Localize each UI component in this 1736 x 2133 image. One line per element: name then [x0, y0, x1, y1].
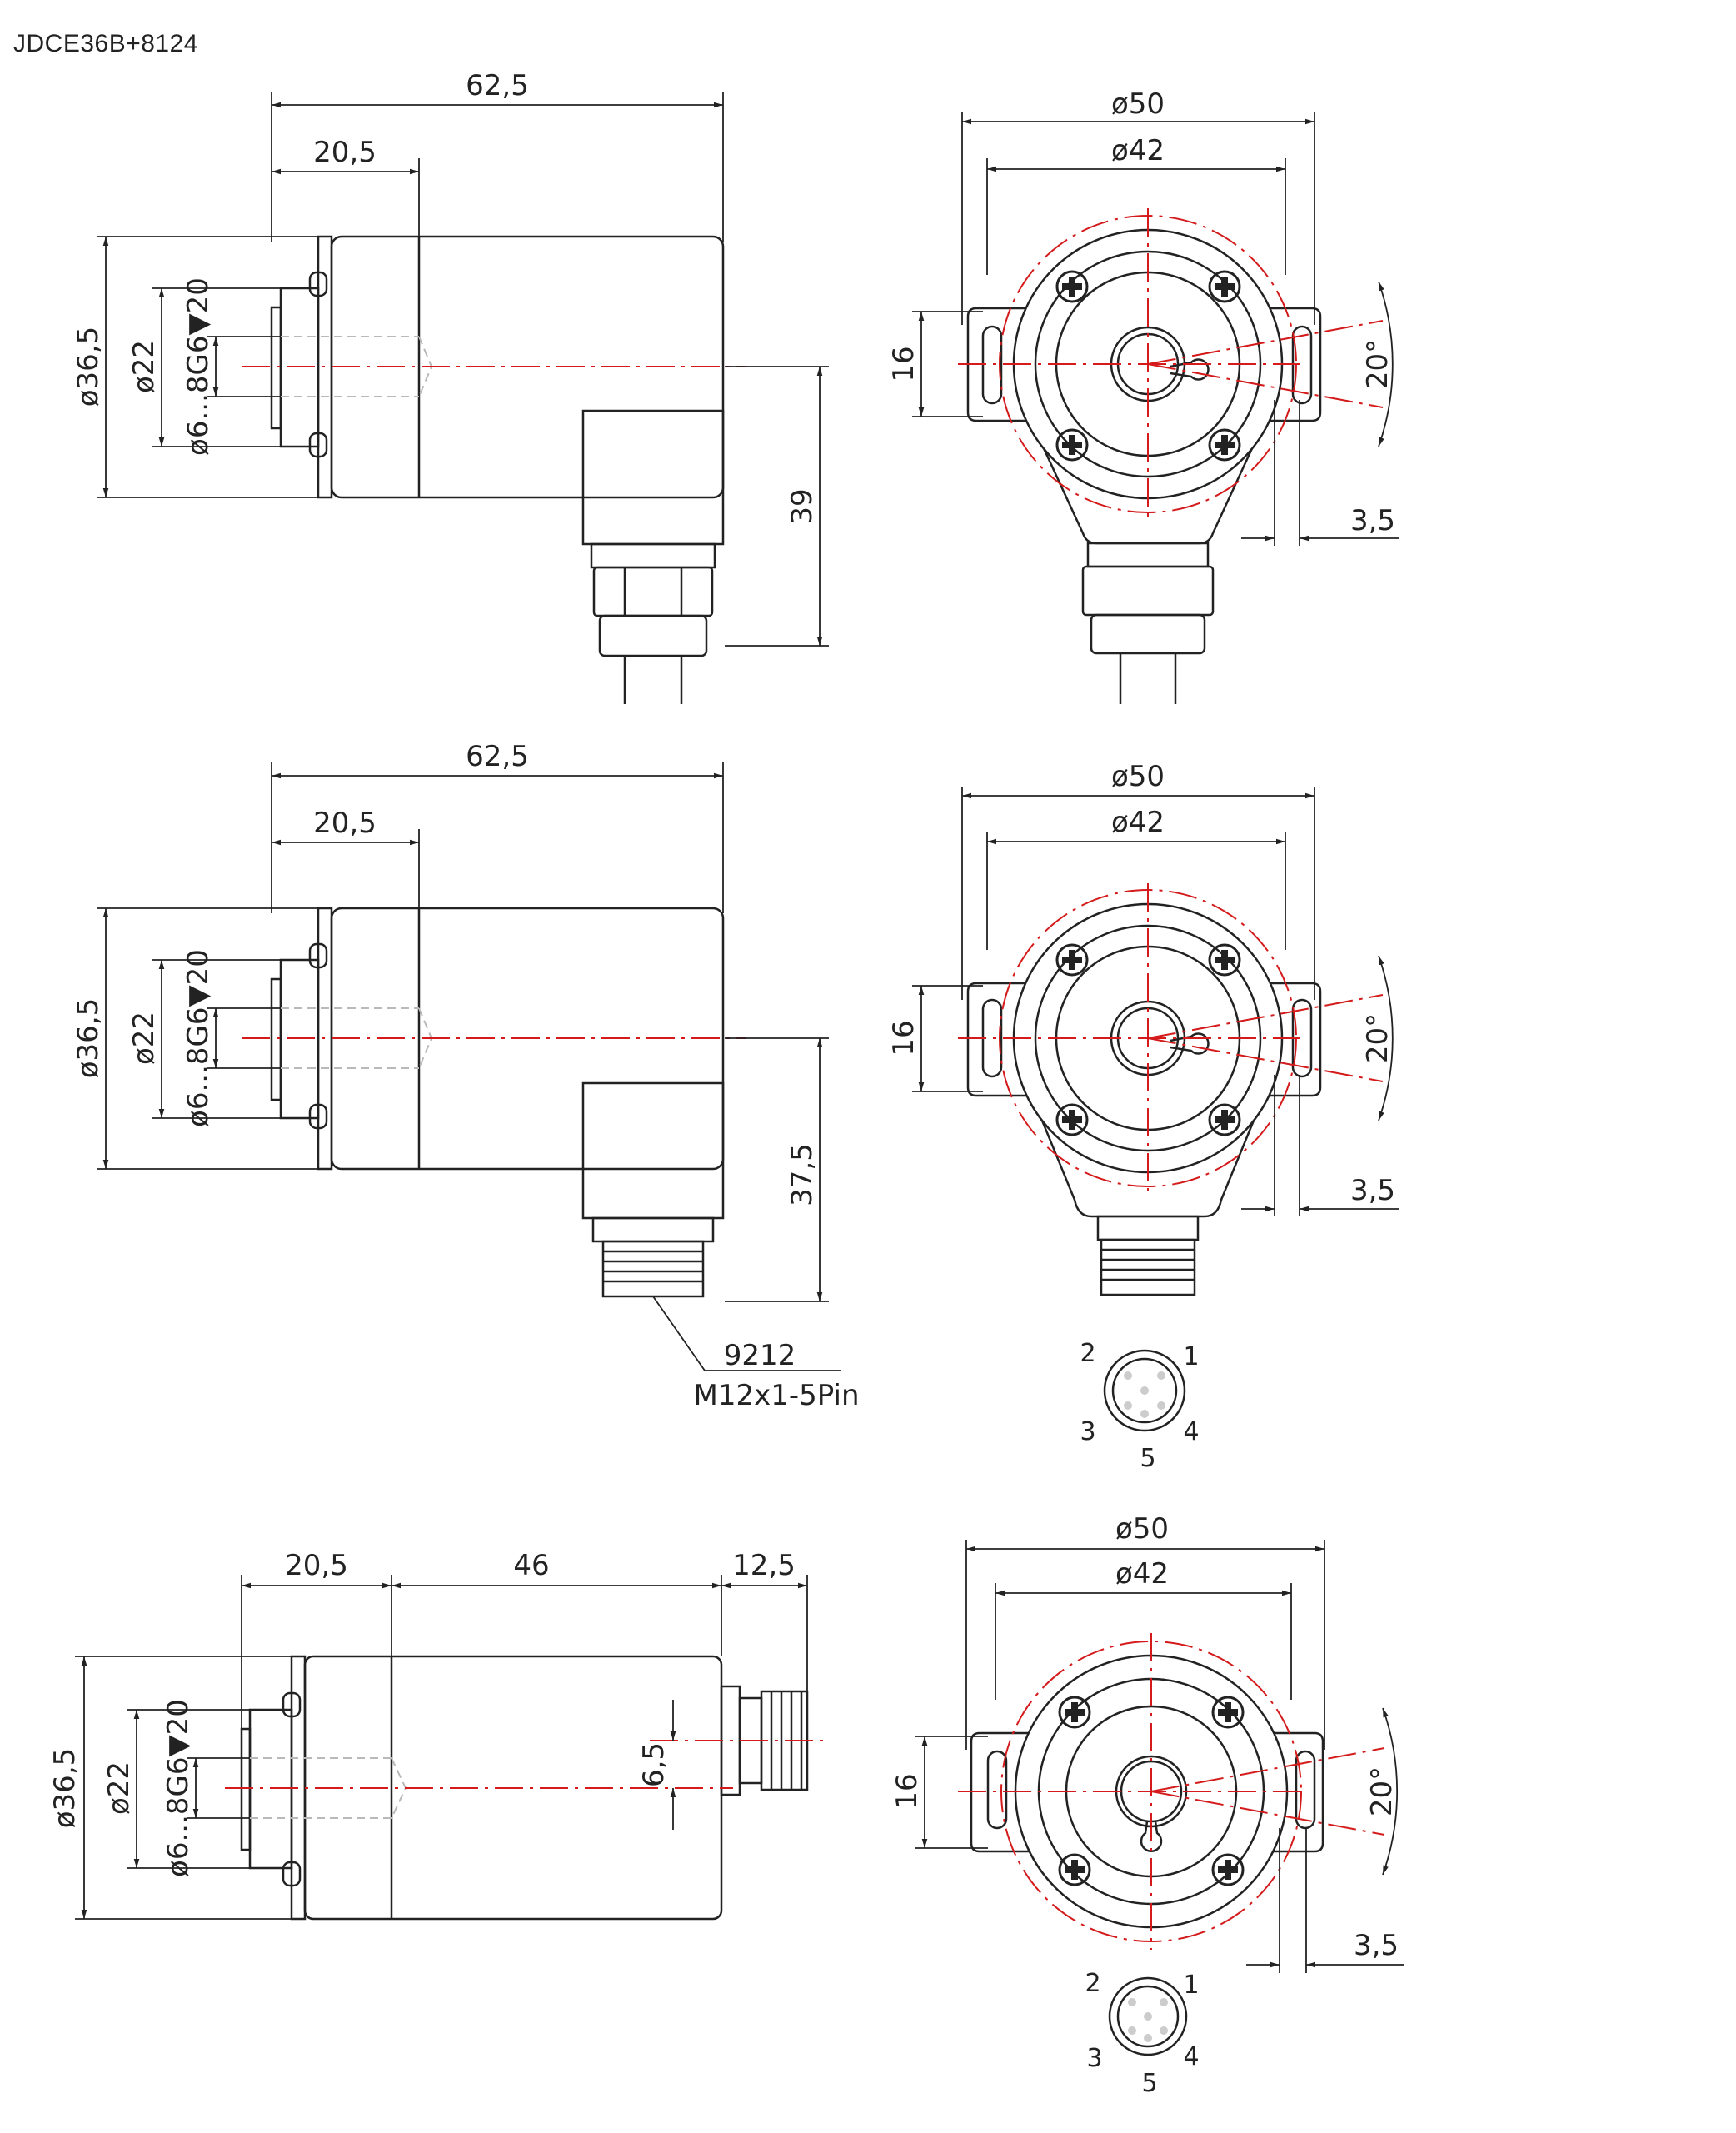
row3-slot-width-label: 3,5 — [1354, 1929, 1399, 1962]
row1-cable-height-label: 39 — [786, 488, 819, 524]
row1-slot-width-label: 3,5 — [1350, 504, 1395, 537]
row3-side-dims — [75, 1575, 808, 1920]
row2-bore-label: ø6...8G6▼20 — [182, 949, 215, 1127]
row2-flange-length-label: 20,5 — [313, 807, 377, 840]
row2-front-dims — [912, 787, 1399, 1216]
row3-pin-2-label: 2 — [1085, 1969, 1100, 1998]
row3-front-centerlines — [958, 1633, 1385, 1950]
row2-angle-label: 20° — [1361, 1013, 1394, 1063]
row2-callout-spec: M12x1-5Pin — [693, 1379, 859, 1412]
row1-flange-length-label: 20,5 — [313, 136, 377, 169]
row3-bore-outer-label: ø22 — [102, 1761, 136, 1815]
row1-body-diameter-label: ø36,5 — [72, 327, 105, 407]
row2-bore-outer-label: ø22 — [127, 1012, 161, 1065]
row2-overall-length-label: 62,5 — [466, 740, 529, 773]
row1-front-centerlines — [958, 208, 1384, 521]
row3-bore-label: ø6...8G6▼20 — [162, 1699, 195, 1877]
row2-pin-2-label: 2 — [1080, 1339, 1095, 1368]
row2-slot-span-label: 16 — [887, 1020, 920, 1056]
row1-side-dims — [97, 92, 829, 647]
row2-slot-width-label: 3,5 — [1350, 1174, 1395, 1207]
row1-overall-length-label: 62,5 — [466, 69, 529, 102]
row2-side-dims — [97, 762, 841, 1371]
drawing-title: JDCE36B+8124 — [13, 30, 198, 57]
row3-pin-5-label: 5 — [1141, 2069, 1157, 2098]
row2-connector-pinout — [1103, 1349, 1186, 1432]
row3-pin-4-label: 4 — [1183, 2042, 1199, 2071]
row3-angle-label: 20° — [1365, 1766, 1399, 1816]
row1-bore-outer-label: ø22 — [127, 340, 161, 393]
row3-front-dims — [915, 1540, 1404, 1973]
row1-angle-label: 20° — [1361, 339, 1394, 389]
row1-front-view — [966, 228, 1322, 704]
row2-body-diameter-label: ø36,5 — [72, 998, 105, 1079]
row3-pin-1-label: 1 — [1183, 1971, 1199, 2000]
row3-connector-pinout — [1108, 1976, 1188, 2056]
row1-bore-label: ø6...8G6▼20 — [182, 277, 215, 456]
row1-outer-diameter-label: ø50 — [1111, 87, 1165, 121]
row2-callout-code: 9212 — [724, 1339, 796, 1372]
row3-conn-length-label: 12,5 — [732, 1549, 796, 1582]
row3-outer-diameter-label: ø50 — [1115, 1512, 1169, 1546]
row2-front-centerlines — [958, 883, 1384, 1196]
row2-pin-3-label: 3 — [1080, 1417, 1095, 1446]
row2-outer-diameter-label: ø50 — [1111, 760, 1165, 793]
row3-slot-span-label: 16 — [890, 1773, 924, 1809]
row3-conn-offset-label: 6,5 — [637, 1742, 671, 1787]
row3-side-centerlines — [225, 1740, 825, 1789]
row2-pin-4-label: 4 — [1183, 1417, 1199, 1446]
row2-pin-5-label: 5 — [1140, 1444, 1155, 1473]
row3-flange-length-label: 20,5 — [285, 1549, 348, 1582]
row1-front-dims — [912, 112, 1399, 546]
row3-body-length-label: 46 — [513, 1549, 549, 1582]
row1-side-view — [270, 235, 725, 704]
row1-pcd-label: ø42 — [1111, 134, 1165, 167]
row2-pin-1-label: 1 — [1183, 1342, 1199, 1371]
row3-body-diameter-label: ø36,5 — [48, 1748, 82, 1829]
row3-pcd-label: ø42 — [1115, 1557, 1169, 1591]
row3-pin-3-label: 3 — [1086, 2044, 1102, 2073]
row2-side-view — [270, 907, 725, 1298]
row2-conn-height-label: 37,5 — [786, 1143, 819, 1206]
row2-pcd-label: ø42 — [1111, 806, 1165, 839]
row1-slot-span-label: 16 — [887, 346, 920, 382]
